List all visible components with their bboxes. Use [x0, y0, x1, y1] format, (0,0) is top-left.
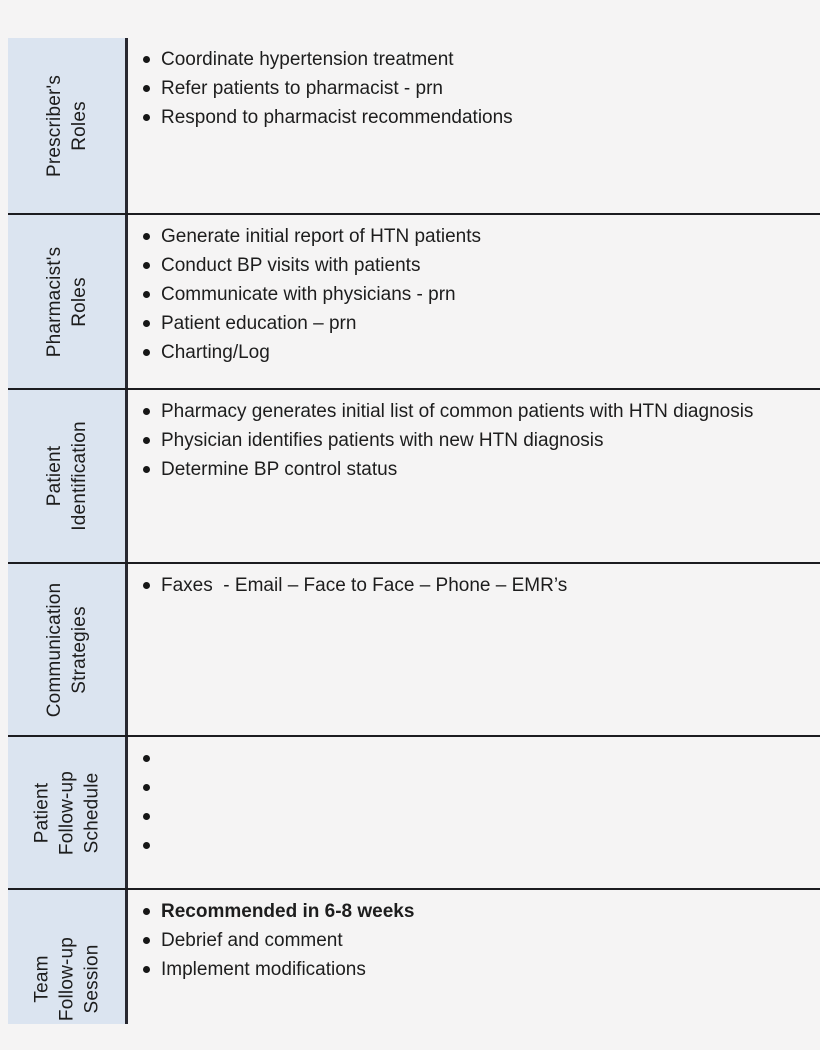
- bullet-item: Patient education – prn: [143, 309, 816, 338]
- bullet-icon: [143, 784, 150, 791]
- bullet-icon: [143, 56, 150, 63]
- bullet-item: [143, 831, 816, 860]
- bullet-item: Conduct BP visits with patients: [143, 251, 816, 280]
- bullet-icon: [143, 85, 150, 92]
- row-header-label-line: Follow-up: [56, 936, 77, 1022]
- bullet-item-text: Physician identifies patients with new H…: [161, 430, 604, 451]
- row-header-label-line: Patient: [43, 445, 65, 507]
- bullet-item-text: Communicate with physicians - prn: [161, 284, 456, 305]
- row-header-label-line: Strategies: [68, 605, 90, 694]
- bullet-item-text: Recommended in 6-8 weeks: [161, 901, 415, 922]
- bullet-icon: [143, 813, 150, 820]
- row-header-label-line: Roles: [68, 276, 90, 327]
- bullet-item: Pharmacy generates initial list of commo…: [143, 397, 816, 426]
- bullet-icon: [143, 291, 150, 298]
- bullet-icon: [143, 755, 150, 762]
- row-header-label-line: Pharmacist's: [43, 246, 65, 357]
- bullet-icon: [143, 437, 150, 444]
- bullet-item-text: Determine BP control status: [161, 459, 398, 480]
- row-header-label-line: Communication: [43, 582, 65, 717]
- bullet-item-text: Refer patients to pharmacist - prn: [161, 78, 443, 99]
- bullet-item-text: Implement modifications: [161, 959, 366, 980]
- bullet-item: Physician identifies patients with new H…: [143, 426, 816, 455]
- bullet-icon: [143, 466, 150, 473]
- bullet-item: Coordinate hypertension treatment: [143, 45, 816, 74]
- bullet-item: Respond to pharmacist recommendations: [143, 103, 816, 132]
- bullet-icon: [143, 320, 150, 327]
- bullet-item-text: Pharmacy generates initial list of commo…: [161, 401, 754, 422]
- bullet-icon: [143, 262, 150, 269]
- row-header-label-line: Follow-up: [56, 770, 77, 855]
- bullet-item: [143, 802, 816, 831]
- row-header-label-line: Session: [81, 944, 102, 1014]
- row-header-label-line: Roles: [68, 100, 90, 151]
- bullet-icon: [143, 582, 150, 589]
- bullet-item-text: Generate initial report of HTN patients: [161, 226, 481, 247]
- bullet-item: Generate initial report of HTN patients: [143, 222, 816, 251]
- bullet-item: Faxes - Email – Face to Face – Phone – E…: [143, 571, 816, 600]
- bullet-icon: [143, 842, 150, 849]
- bullet-item-text: Faxes - Email – Face to Face – Phone – E…: [161, 575, 568, 596]
- bullet-icon: [143, 349, 150, 356]
- bullet-item-text: Charting/Log: [161, 342, 270, 363]
- bullet-item: Recommended in 6-8 weeks: [143, 897, 816, 926]
- bullet-icon: [143, 966, 150, 973]
- bullet-item: Determine BP control status: [143, 455, 816, 484]
- bullet-icon: [143, 908, 150, 915]
- row-header-label-line: Schedule: [81, 772, 102, 853]
- bullet-item-text: Patient education – prn: [161, 313, 357, 334]
- bullet-item: Refer patients to pharmacist - prn: [143, 74, 816, 103]
- row-header-label-line: Identification: [68, 421, 90, 531]
- bullet-item: Implement modifications: [143, 955, 816, 984]
- bullet-item: Charting/Log: [143, 338, 816, 367]
- row-header-label-line: Prescriber's: [43, 74, 65, 177]
- row-content-cell: Faxes - Email – Face to Face – Phone – E…: [128, 564, 820, 735]
- bullet-item: [143, 773, 816, 802]
- bullet-item: Debrief and comment: [143, 926, 816, 955]
- bullet-icon: [143, 233, 150, 240]
- bullet-icon: [143, 408, 150, 415]
- bullet-item: Communicate with physicians - prn: [143, 280, 816, 309]
- bullet-icon: [143, 937, 150, 944]
- bullet-item-text: Coordinate hypertension treatment: [161, 49, 454, 70]
- row-header-label-line: Patient: [31, 782, 52, 843]
- bullet-item-text: Respond to pharmacist recommendations: [161, 107, 513, 128]
- bullet-icon: [143, 114, 150, 121]
- row-content-cell: [128, 737, 820, 888]
- row-content-cell: Pharmacy generates initial list of commo…: [128, 390, 820, 562]
- bullet-item: [143, 744, 816, 773]
- bullet-item-text: Conduct BP visits with patients: [161, 255, 421, 276]
- bullet-item-text: Debrief and comment: [161, 930, 343, 951]
- row-header-label-line: Team: [31, 955, 52, 1003]
